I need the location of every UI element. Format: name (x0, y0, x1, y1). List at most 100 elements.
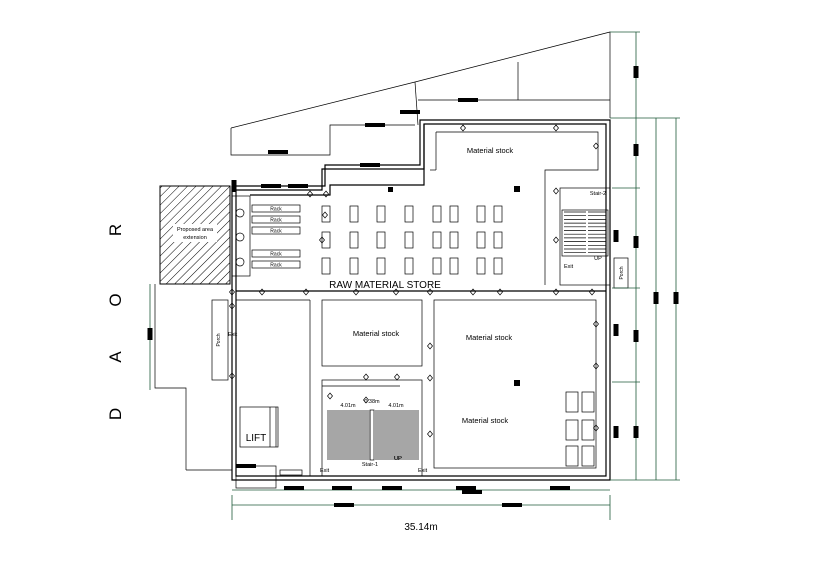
door-marker (322, 211, 328, 219)
rack-unit (432, 205, 442, 223)
rack-unit (321, 205, 331, 223)
door-marker (553, 187, 559, 195)
door-marker (589, 288, 595, 296)
exit-label-stair-right: Exit (418, 468, 428, 474)
top-stock-label: Material stock (467, 146, 514, 155)
rack-unit (376, 205, 386, 223)
door-marker (353, 288, 359, 296)
road-letter: D (106, 408, 125, 420)
rack-unit (493, 257, 503, 275)
porch-label-left: Porch (216, 333, 222, 346)
lift-label: LIFT (246, 433, 267, 444)
rack-unit (404, 231, 414, 249)
large-stock-label-2: Material stock (462, 416, 509, 425)
extension-label: extension (183, 235, 207, 241)
rack-unit (432, 257, 442, 275)
road-letter: O (106, 293, 125, 306)
rack-unit (449, 257, 459, 275)
rack-label: Rack (270, 263, 282, 269)
raw-store-rack-grid (321, 187, 503, 275)
rack-unit (581, 445, 595, 467)
stair-2-up-label: UP (594, 256, 602, 262)
stair-1-up-label: UP (394, 456, 402, 462)
exit-label-stair-left: Exit (320, 468, 330, 474)
door-marker (229, 372, 235, 380)
center-stock-room: Material stock (321, 299, 423, 367)
rack-unit (376, 231, 386, 249)
porch-label-right: Porch (619, 266, 625, 279)
rack-unit (349, 257, 359, 275)
door-marker (303, 288, 309, 296)
rack-unit (476, 205, 486, 223)
door-marker (553, 124, 559, 132)
rack-unit (565, 391, 579, 413)
rack-unit (432, 231, 442, 249)
door-marker (323, 190, 329, 198)
dimension-ticks (147, 66, 679, 507)
door-marker (553, 236, 559, 244)
left-racks: Rack Rack Rack Rack Rack (231, 195, 301, 277)
rack-unit (404, 205, 414, 223)
door-marker (363, 396, 369, 404)
stair-dim-mid: 0.38m (364, 399, 380, 405)
door-marker (427, 342, 433, 350)
door-marker (593, 362, 599, 370)
door-marker (427, 374, 433, 382)
rack-unit (581, 419, 595, 441)
door-marker (393, 288, 399, 296)
top-stock-room: Material stock (430, 131, 599, 285)
exit-label-right: Exit (564, 264, 574, 270)
door-marker (593, 320, 599, 328)
rack-unit (321, 257, 331, 275)
stair-2-label: Stair-2 (590, 191, 606, 197)
rack-unit (376, 257, 386, 275)
door-marker (460, 124, 466, 132)
large-stock-room: Material stock Material stock (433, 186, 597, 469)
rack-unit (581, 391, 595, 413)
door-marker (319, 236, 325, 244)
road-letter: R (106, 224, 125, 236)
rack-unit (476, 257, 486, 275)
center-stock-label: Material stock (353, 329, 400, 338)
door-marker (327, 392, 333, 400)
rack-label: Rack (270, 218, 282, 224)
door-marker (470, 288, 476, 296)
rack-unit (476, 231, 486, 249)
door-marker (307, 190, 313, 198)
rack-unit (404, 257, 414, 275)
rack-unit (321, 231, 331, 249)
stair-1: 4.01m 0.38m 4.01m Stair-1 UP Exit Exit (320, 379, 428, 477)
rack-unit (449, 205, 459, 223)
large-stock-label-1: Material stock (466, 333, 513, 342)
door-marker (593, 142, 599, 150)
rack-unit (565, 445, 579, 467)
door-marker (363, 373, 369, 381)
stair-2: Stair-2 UP Exit Porch (559, 187, 629, 289)
rack-label: Rack (270, 252, 282, 258)
stair-dim-left: 4.01m (340, 403, 356, 409)
raw-material-store-label: RAW MATERIAL STORE (329, 280, 441, 291)
rack-unit (349, 231, 359, 249)
road-label: R O A D (106, 224, 125, 420)
exit-label-left: Exit (228, 332, 238, 338)
door-markers (229, 124, 599, 438)
overall-width-label: 35.14m (404, 522, 437, 533)
door-marker (259, 288, 265, 296)
door-marker (229, 288, 235, 296)
door-marker (497, 288, 503, 296)
proposed-area-label: Proposed area (177, 227, 214, 233)
proposed-extension-area: Proposed area extension (159, 185, 231, 285)
rack-unit (565, 419, 579, 441)
door-marker (593, 424, 599, 432)
rack-unit (493, 231, 503, 249)
door-marker (427, 288, 433, 296)
door-marker (553, 288, 559, 296)
stair-1-label: Stair-1 (362, 462, 378, 468)
rack-unit (493, 205, 503, 223)
rack-unit (349, 205, 359, 223)
rack-label: Rack (270, 229, 282, 235)
door-marker (427, 430, 433, 438)
rack-unit (449, 231, 459, 249)
road-letter: A (106, 351, 125, 363)
